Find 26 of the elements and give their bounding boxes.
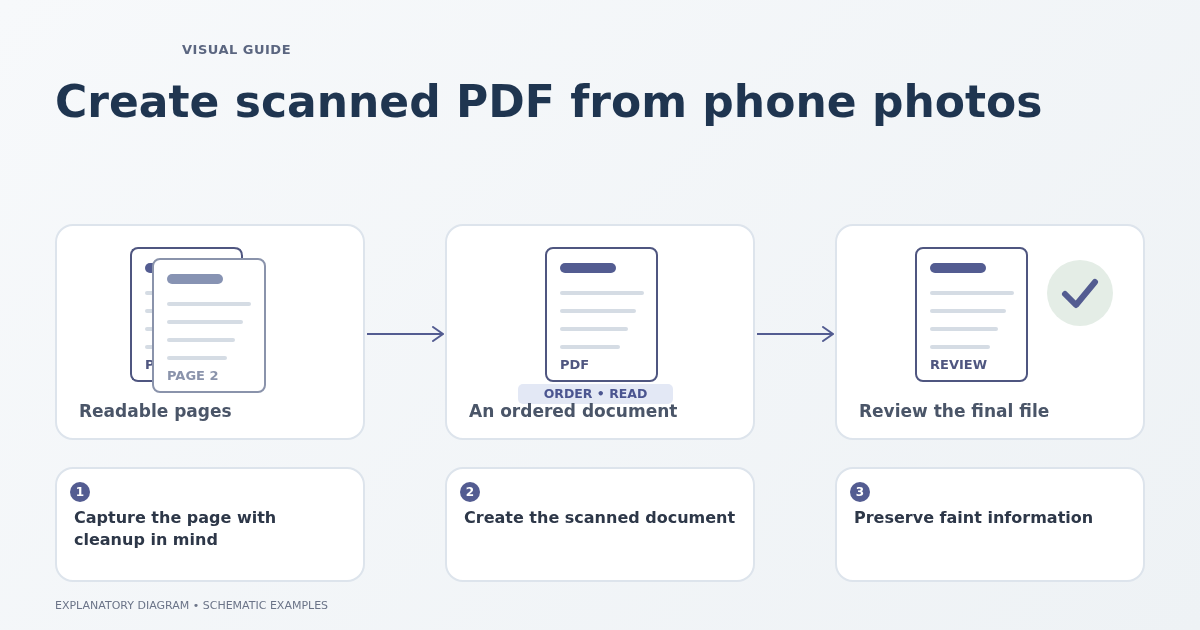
kicker-text: VISUAL GUIDE	[182, 42, 292, 57]
page-label: REVIEW	[930, 357, 987, 372]
step-card	[445, 467, 755, 582]
step-card	[55, 467, 365, 582]
step-number: 3	[850, 482, 870, 502]
card-title: An ordered document	[469, 401, 678, 421]
step-card	[445, 224, 755, 440]
step-number: 2	[460, 482, 480, 502]
step-number: 1	[70, 482, 90, 502]
document-page	[545, 247, 658, 382]
card-title: Review the final file	[859, 401, 1050, 421]
step-description: Create the scanned document	[464, 507, 737, 529]
page-label: PAGE 2	[167, 368, 219, 383]
step-description: Preserve faint information	[854, 507, 1095, 529]
document-page	[915, 247, 1028, 382]
arrow	[756, 326, 834, 342]
page-label: PDF	[560, 357, 590, 372]
footer-note: EXPLANATORY DIAGRAM • SCHEMATIC EXAMPLES	[55, 599, 329, 612]
arrow	[366, 326, 444, 342]
step-description: Capture the page with cleanup in mind	[74, 507, 278, 551]
step-card	[55, 224, 365, 440]
step-card	[835, 467, 1145, 582]
tag-pill: ORDER • READ	[518, 384, 673, 404]
card-title: Readable pages	[79, 401, 232, 421]
step-card	[835, 224, 1145, 440]
title: Create scanned PDF from phone photos	[55, 76, 1043, 127]
